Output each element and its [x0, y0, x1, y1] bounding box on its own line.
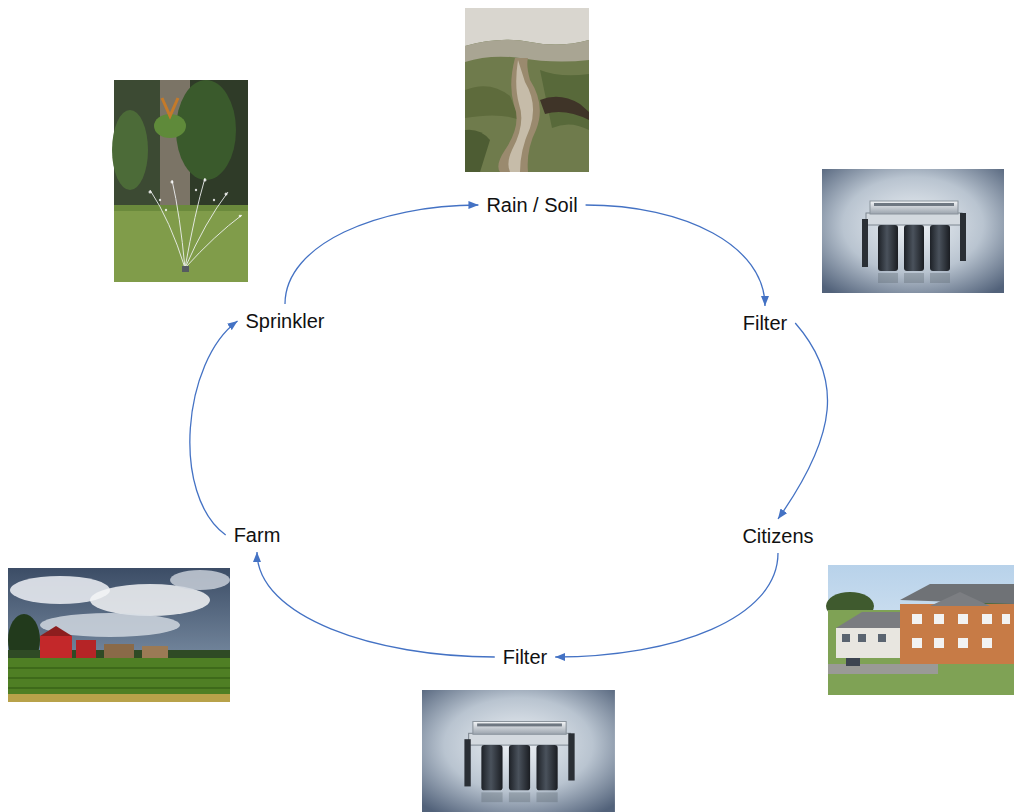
cycle-stage: Sprinkler: [241, 307, 330, 335]
filter-photo: [822, 169, 1004, 293]
flow-arrow: [586, 205, 765, 306]
rain-soil-photo: [465, 8, 589, 172]
cycle-stage: Farm: [229, 521, 286, 549]
stage-label: Farm: [234, 523, 281, 547]
cycle-stage: Filter: [738, 309, 792, 337]
cycle-stage: Rain / Soil: [481, 191, 582, 219]
stage-label: Filter: [743, 311, 787, 335]
farm-photo: [8, 568, 230, 702]
cycle-stage: Citizens: [737, 522, 818, 550]
sprinkler-photo: [112, 80, 248, 282]
stage-label: Filter: [503, 645, 547, 669]
stage-label: Rain / Soil: [486, 193, 577, 217]
cycle-stage: Filter: [498, 643, 552, 671]
stage-label: Sprinkler: [246, 309, 325, 333]
flow-arrow: [285, 205, 478, 304]
filter-photo: [422, 690, 615, 812]
flow-arrow: [257, 552, 495, 657]
houses-photo: [826, 565, 1014, 695]
stage-label: Citizens: [742, 524, 813, 548]
flow-arrow: [190, 321, 238, 535]
flow-arrow: [778, 323, 828, 519]
flow-arrow: [555, 553, 778, 657]
